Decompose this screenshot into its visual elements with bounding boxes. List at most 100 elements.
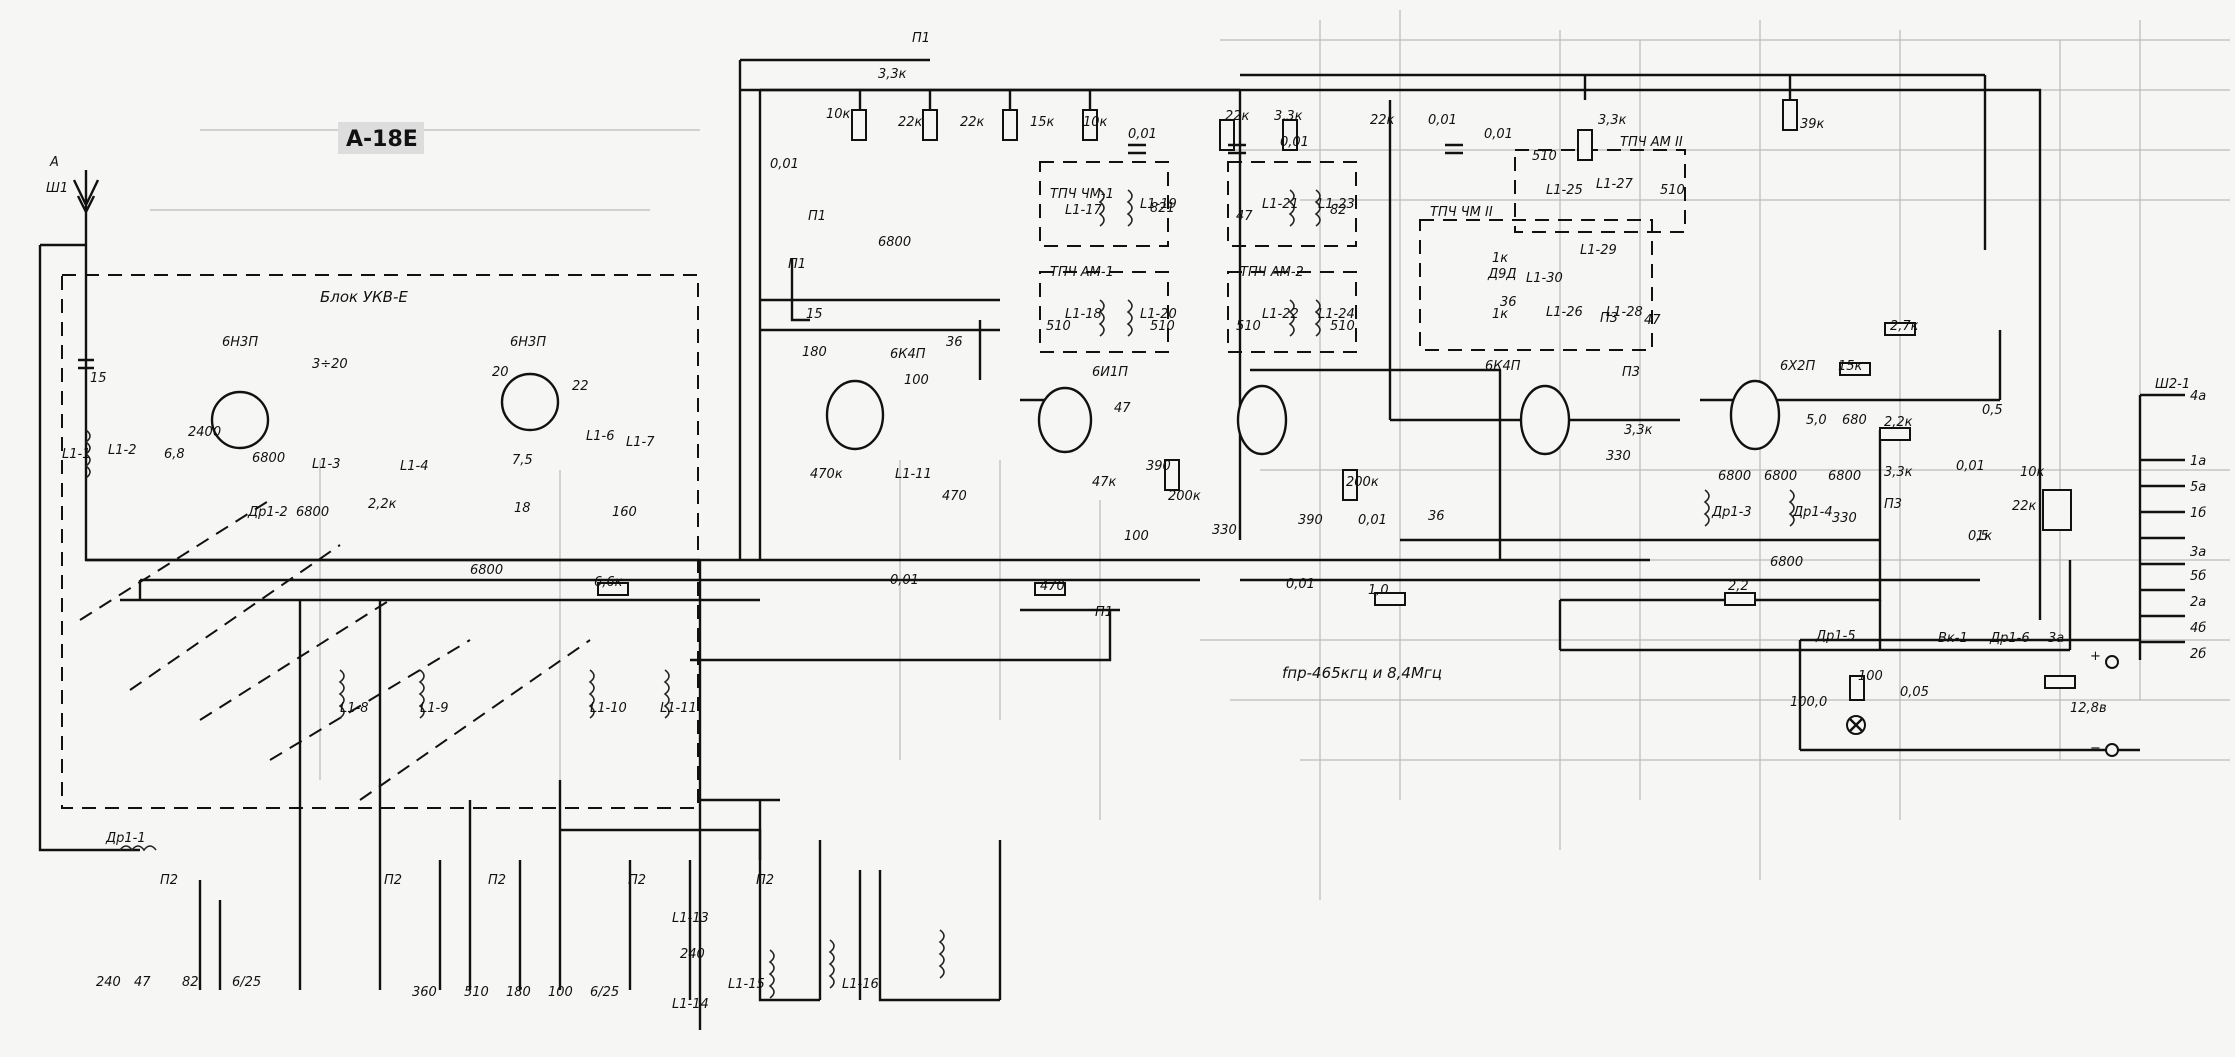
value-label: 390 — [1146, 459, 1171, 474]
switch-label: П3 — [1884, 497, 1902, 512]
switch-label: П2 — [160, 873, 178, 888]
value-label: 36 — [1500, 295, 1517, 310]
coil-label: L1-13 — [672, 911, 709, 926]
value-label: 2,7к — [1890, 319, 1919, 334]
tube-6k4p-1 — [825, 379, 885, 451]
value-label: 82 — [1330, 203, 1347, 218]
diagram-title: А-18Е — [346, 127, 418, 152]
switch-label: П2 — [384, 873, 402, 888]
coil-label: L1-15 — [728, 977, 765, 992]
background-ghost — [150, 10, 2230, 900]
value-label: 47 — [1114, 401, 1131, 416]
coil-label: L1-24 — [1318, 307, 1355, 322]
switch-label: П2 — [756, 873, 774, 888]
switch-label: П2 — [488, 873, 506, 888]
connector-pins: 4а 1а 5а 1б 3а 5б 2а 4б 2б — [2190, 389, 2206, 662]
switch-label: П2 — [628, 873, 646, 888]
value-label: 0,01 — [1956, 459, 1985, 474]
pin-1b: 1б — [2190, 506, 2206, 521]
ukv-block-label: Блок УКВ-Е — [320, 288, 408, 306]
value-label: 470 — [1040, 579, 1065, 594]
value-label: 22 — [572, 379, 589, 394]
value-label: 10к — [826, 107, 851, 122]
value-label: 3÷20 — [312, 357, 348, 372]
coil-label: L1-1 — [62, 447, 90, 462]
coil-label: L1-17 — [1065, 203, 1102, 218]
value-label: 22к — [960, 115, 985, 130]
connector-label: Ш2-1 — [2155, 377, 2190, 392]
title-badge — [338, 122, 424, 154]
coil-label: L1-4 — [400, 459, 428, 474]
coil-label: L1-20 — [1140, 307, 1177, 322]
coil-label: L1-9 — [420, 701, 448, 716]
choke-label: Др1-4 — [1792, 505, 1833, 520]
pin-5a: 5а — [2190, 480, 2206, 495]
value-label: 39к — [1800, 117, 1825, 132]
value-label: 100,0 — [1790, 695, 1827, 710]
coil-label: L1-28 — [1606, 305, 1643, 320]
value-label: 0,5 — [1982, 403, 2003, 418]
value-label: 3,3к — [878, 67, 907, 82]
pin-4a: 4а — [2190, 389, 2206, 404]
value-label: 200к — [1346, 475, 1379, 490]
pin-2a: 2а — [2190, 595, 2206, 610]
tube-label-3: 6К4П — [890, 347, 926, 362]
tube-6n3p-2 — [500, 372, 560, 432]
value-label: 6800 — [296, 505, 329, 520]
value-label: 6800 — [252, 451, 285, 466]
value-label: 2400 — [188, 425, 221, 440]
tube-label-4: 6И1П — [1092, 365, 1128, 380]
filter-label-am2b: ТПЧ АМ II — [1620, 135, 1683, 150]
coil-label: L1-19 — [1140, 197, 1177, 212]
coil-labels: L1-1 L1-2 L1-3 L1-4 L1-6 L1-7 L1-8 L1-9 … — [62, 177, 1643, 1012]
antenna-label-a: А — [49, 155, 59, 170]
value-label: 680 — [1842, 413, 1867, 428]
coil-label: L1-27 — [1596, 177, 1633, 192]
switch-label: П3 — [1622, 365, 1640, 380]
component-glyphs — [78, 99, 2119, 757]
value-label: 510 — [1150, 319, 1175, 334]
value-label: 2,2к — [1884, 415, 1913, 430]
value-label: 15к — [1838, 359, 1863, 374]
tube-label-6: 6Х2П — [1780, 359, 1815, 374]
value-label: 200к — [1168, 489, 1201, 504]
filter-label-am1: ТПЧ АМ-1 — [1050, 265, 1114, 280]
switch-label: П1 — [912, 31, 930, 46]
value-label: 510 — [1660, 183, 1685, 198]
tube-6k4p-2a — [1236, 384, 1288, 456]
value-label: 0,01 — [1128, 127, 1157, 142]
value-label: 510 — [1046, 319, 1071, 334]
value-label: 0,05 — [1900, 685, 1929, 700]
value-label: 6800 — [1770, 555, 1803, 570]
value-label: 10к — [2020, 465, 2045, 480]
coil-label: L1-18 — [1065, 307, 1102, 322]
value-label: 15к — [1030, 115, 1055, 130]
value-label: 3,3к — [1884, 465, 1913, 480]
pin-1a: 1а — [2190, 454, 2206, 469]
value-label: 47 — [1236, 209, 1253, 224]
value-label: 1к — [1492, 307, 1508, 322]
coil-label: L1-11 — [895, 467, 932, 482]
coil-label: L1-30 — [1526, 271, 1563, 286]
value-label: 0,01 — [770, 157, 799, 172]
value-label: − — [2090, 741, 2101, 756]
coil-label: L1-3 — [312, 457, 340, 472]
value-label: 1к — [1492, 251, 1508, 266]
coil-label: L1-23 — [1318, 197, 1355, 212]
ukv-dashed-links — [79, 499, 591, 801]
switch-label: П1 — [808, 209, 826, 224]
coil-label: L1-21 — [1262, 197, 1299, 212]
choke-label: Др1-3 — [1711, 505, 1752, 520]
value-label: 330 — [1606, 449, 1631, 464]
fuse-label: 3а — [2048, 631, 2064, 646]
tube-label-1: 6Н3П — [222, 335, 258, 350]
choke-label: Др1-2 — [247, 505, 288, 520]
value-label: 0,01 — [1286, 577, 1315, 592]
coil-label: L1-29 — [1580, 243, 1617, 258]
value-label: 22к — [1370, 113, 1395, 128]
tube-label-2: 6Н3П — [510, 335, 546, 350]
tube-6i1p — [1037, 386, 1093, 454]
value-label: 6800 — [1718, 469, 1751, 484]
